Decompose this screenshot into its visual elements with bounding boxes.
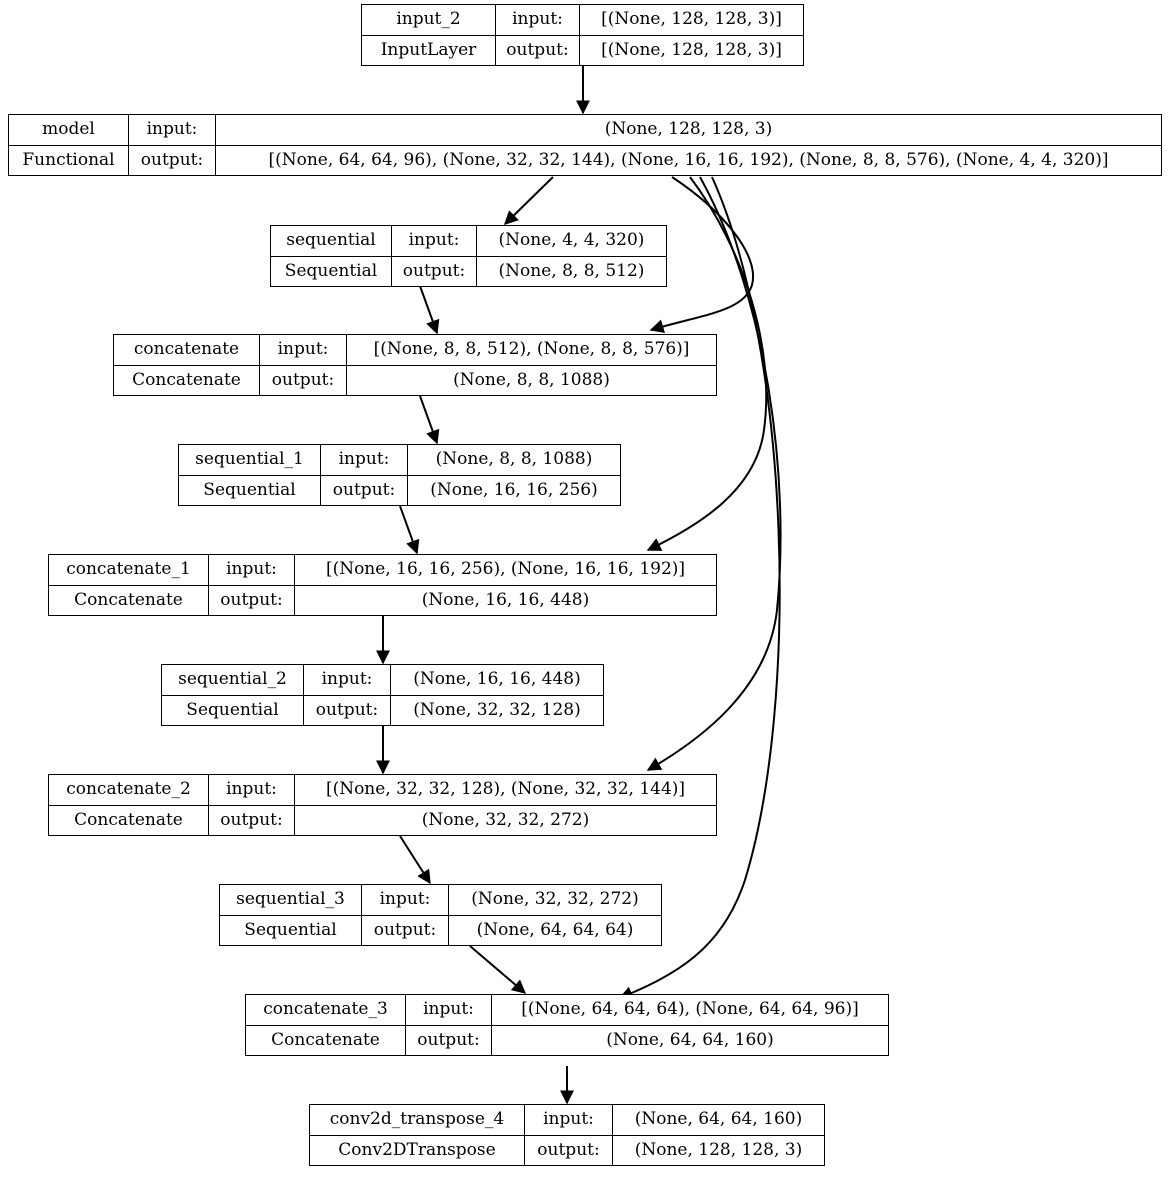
node-sequential_1-output-shape: (None, 16, 16, 256) xyxy=(430,479,598,500)
node-model[interactable]: model input: (None, 128, 128, 3) Functio… xyxy=(8,114,1162,176)
edge-sequential-concatenate xyxy=(419,285,440,335)
node-conv2d_transpose_4-input-shape: (None, 64, 64, 160) xyxy=(634,1109,803,1130)
edge-concatenate2-sequential3 xyxy=(399,835,431,885)
node-conv2d_transpose_4-output-label: output: xyxy=(525,1135,613,1165)
node-sequential_2-output-label: output: xyxy=(304,695,391,725)
node-input_2-input-shape: [(None, 128, 128, 3)] xyxy=(601,9,782,30)
node-concatenate-output-shape: (None, 8, 8, 1088) xyxy=(453,369,610,390)
node-sequential-output-label: output: xyxy=(392,256,477,286)
node-concatenate_1-output-label: output: xyxy=(209,585,295,615)
node-concatenate[interactable]: concatenate input: [(None, 8, 8, 512), (… xyxy=(113,334,717,396)
node-sequential_1-output-label: output: xyxy=(321,475,408,505)
node-concatenate-class: Concatenate xyxy=(114,365,260,395)
node-conv2d_transpose_4-input-label: input: xyxy=(525,1105,613,1135)
node-sequential_1-name: sequential_1 xyxy=(179,445,321,475)
node-sequential-input-shape: (None, 4, 4, 320) xyxy=(498,230,645,251)
node-concatenate_2-input-shape: [(None, 32, 32, 128), (None, 32, 32, 144… xyxy=(325,779,686,800)
node-concatenate_3-output-shape: (None, 64, 64, 160) xyxy=(606,1029,774,1050)
node-sequential_1-input-shape: (None, 8, 8, 1088) xyxy=(435,449,593,470)
node-concatenate_2-class: Concatenate xyxy=(49,805,209,835)
node-sequential_3-class: Sequential xyxy=(220,915,362,945)
node-sequential-input-label: input: xyxy=(392,226,477,256)
node-input_2-name: input_2 xyxy=(362,5,496,35)
node-concatenate_1-name: concatenate_1 xyxy=(49,555,209,585)
node-conv2d_transpose_4-class: Conv2DTranspose xyxy=(310,1135,525,1165)
node-model-input-shape: (None, 128, 128, 3) xyxy=(604,119,773,140)
node-concatenate-input-shape: [(None, 8, 8, 512), (None, 8, 8, 576)] xyxy=(373,339,690,360)
edge-sequential1-concatenate1 xyxy=(399,505,420,555)
node-concatenate_3-input-label: input: xyxy=(406,995,492,1025)
node-sequential-name: sequential xyxy=(271,226,392,256)
node-sequential[interactable]: sequential input: (None, 4, 4, 320) Sequ… xyxy=(270,225,667,287)
node-concatenate_3-input-shape: [(None, 64, 64, 64), (None, 64, 64, 96)] xyxy=(521,999,859,1020)
node-sequential_3-output-label: output: xyxy=(362,915,449,945)
node-concatenate-name: concatenate xyxy=(114,335,260,365)
node-concatenate_3-name: concatenate_3 xyxy=(246,995,406,1025)
node-input_2-input-label: input: xyxy=(496,5,580,35)
node-concatenate_1[interactable]: concatenate_1 input: [(None, 16, 16, 256… xyxy=(48,554,717,616)
node-conv2d_transpose_4-output-shape: (None, 128, 128, 3) xyxy=(634,1139,803,1160)
node-concatenate_3-class: Concatenate xyxy=(246,1025,406,1055)
edge-model-concatenate2-skip xyxy=(646,176,782,771)
node-sequential_2-name: sequential_2 xyxy=(162,665,304,695)
node-input_2-output-label: output: xyxy=(496,35,580,65)
node-input_2[interactable]: input_2 input: [(None, 128, 128, 3)] Inp… xyxy=(361,4,804,66)
node-conv2d_transpose_4[interactable]: conv2d_transpose_4 input: (None, 64, 64,… xyxy=(309,1104,825,1166)
node-model-class: Functional xyxy=(9,145,129,175)
node-sequential_1-input-label: input: xyxy=(321,445,408,475)
node-sequential_1[interactable]: sequential_1 input: (None, 8, 8, 1088) S… xyxy=(178,444,621,506)
node-sequential_3[interactable]: sequential_3 input: (None, 32, 32, 272) … xyxy=(219,884,662,946)
node-sequential_2-output-shape: (None, 32, 32, 128) xyxy=(413,699,581,720)
node-sequential_3-output-shape: (None, 64, 64, 64) xyxy=(476,919,634,940)
node-concatenate_1-class: Concatenate xyxy=(49,585,209,615)
edge-concatenate-sequential1 xyxy=(419,395,440,445)
node-sequential_3-name: sequential_3 xyxy=(220,885,362,915)
node-sequential-class: Sequential xyxy=(271,256,392,286)
node-sequential_2-input-label: input: xyxy=(304,665,391,695)
node-concatenate-input-label: input: xyxy=(260,335,347,365)
node-input_2-class: InputLayer xyxy=(362,35,496,65)
edge-model-sequential xyxy=(503,176,554,225)
node-concatenate_3-output-label: output: xyxy=(406,1025,492,1055)
node-conv2d_transpose_4-name: conv2d_transpose_4 xyxy=(310,1105,525,1135)
node-concatenate_2-input-label: input: xyxy=(209,775,295,805)
node-concatenate_1-output-shape: (None, 16, 16, 448) xyxy=(421,589,590,610)
node-sequential-output-shape: (None, 8, 8, 512) xyxy=(498,260,645,281)
node-concatenate_2[interactable]: concatenate_2 input: [(None, 32, 32, 128… xyxy=(48,774,717,836)
node-model-output-label: output: xyxy=(129,145,216,175)
node-concatenate_3[interactable]: concatenate_3 input: [(None, 64, 64, 64)… xyxy=(245,994,889,1056)
node-model-name: model xyxy=(9,115,129,145)
node-sequential_1-class: Sequential xyxy=(179,475,321,505)
node-model-output-shape: [(None, 64, 64, 96), (None, 32, 32, 144)… xyxy=(268,149,1109,170)
node-concatenate-output-label: output: xyxy=(260,365,347,395)
node-concatenate_2-output-label: output: xyxy=(209,805,295,835)
node-concatenate_1-input-label: input: xyxy=(209,555,295,585)
node-sequential_2-class: Sequential xyxy=(162,695,304,725)
node-concatenate_2-output-shape: (None, 32, 32, 272) xyxy=(421,809,590,830)
node-input_2-output-shape: [(None, 128, 128, 3)] xyxy=(601,39,782,60)
node-sequential_2-input-shape: (None, 16, 16, 448) xyxy=(413,669,581,690)
node-sequential_3-input-label: input: xyxy=(362,885,449,915)
node-sequential_2[interactable]: sequential_2 input: (None, 16, 16, 448) … xyxy=(161,664,604,726)
edge-sequential3-concatenate3 xyxy=(469,945,527,994)
node-concatenate_2-name: concatenate_2 xyxy=(49,775,209,805)
node-sequential_3-input-shape: (None, 32, 32, 272) xyxy=(471,889,639,910)
node-concatenate_1-input-shape: [(None, 16, 16, 256), (None, 16, 16, 192… xyxy=(325,559,686,580)
node-model-input-label: input: xyxy=(129,115,216,145)
